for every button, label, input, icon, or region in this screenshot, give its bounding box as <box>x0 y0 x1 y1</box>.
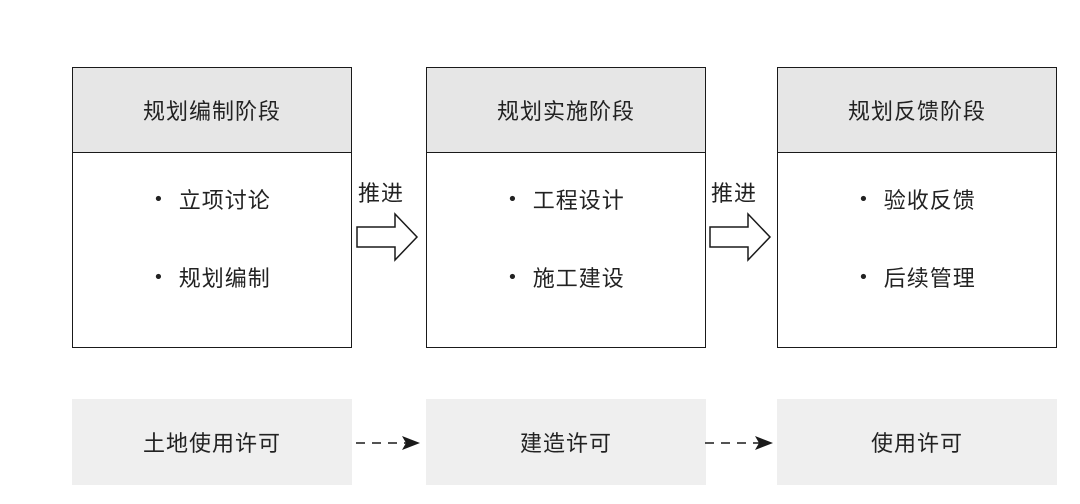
bullet-icon: • <box>153 266 165 288</box>
stage-item-label: 施工建设 <box>532 267 625 292</box>
permit-box: 建造许可 <box>426 399 706 485</box>
stage-title: 规划反馈阶段 <box>778 68 1056 153</box>
transition-label: 推进 <box>358 182 405 207</box>
block-arrow-icon <box>709 212 772 262</box>
permit-box: 土地使用许可 <box>72 399 352 485</box>
stage-item: • 验收反馈 <box>778 185 1056 215</box>
transition-label: 推进 <box>711 182 758 207</box>
stage-item: • 施工建设 <box>427 263 705 293</box>
bullet-icon: • <box>858 266 870 288</box>
permit-box: 使用许可 <box>777 399 1057 485</box>
stage-box-feedback: 规划反馈阶段 • 验收反馈 • 后续管理 <box>777 67 1057 348</box>
bullet-icon: • <box>507 266 519 288</box>
bullet-icon: • <box>153 188 165 210</box>
stage-box-planning: 规划编制阶段 • 立项讨论 • 规划编制 <box>72 67 352 348</box>
stage-item-label: 立项讨论 <box>178 189 271 214</box>
block-arrow-icon <box>356 212 419 262</box>
stage-title: 规划编制阶段 <box>73 68 351 153</box>
stage-title: 规划实施阶段 <box>427 68 705 153</box>
bullet-icon: • <box>507 188 519 210</box>
stage-item-label: 验收反馈 <box>883 189 976 214</box>
dashed-arrow-icon <box>356 436 420 450</box>
dashed-arrow-icon <box>705 436 773 450</box>
bullet-icon: • <box>858 188 870 210</box>
stage-item-label: 工程设计 <box>532 189 625 214</box>
stage-item: • 规划编制 <box>73 263 351 293</box>
stage-item: • 后续管理 <box>778 263 1056 293</box>
stage-item: • 立项讨论 <box>73 185 351 215</box>
stage-box-implementation: 规划实施阶段 • 工程设计 • 施工建设 <box>426 67 706 348</box>
stage-item-label: 后续管理 <box>883 267 976 292</box>
stage-item: • 工程设计 <box>427 185 705 215</box>
stage-item-label: 规划编制 <box>178 267 271 292</box>
